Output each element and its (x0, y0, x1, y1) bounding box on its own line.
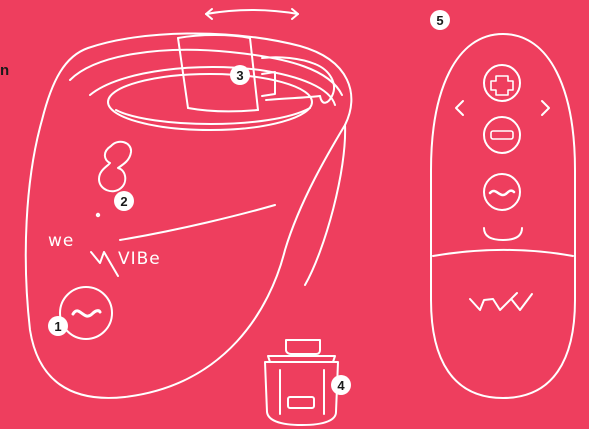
remote-control-outline (431, 34, 575, 398)
couples-vibrator-outline (26, 33, 352, 397)
callout-4: 4 (331, 375, 351, 395)
callout-3: 3 (230, 65, 250, 85)
charger-cap-icon (265, 340, 338, 425)
callout-1: 1 (48, 316, 68, 336)
callout-1-label: 1 (54, 319, 61, 334)
minus-icon (484, 117, 520, 153)
chevron-left-icon (456, 101, 463, 115)
callout-2: 2 (114, 191, 134, 211)
device-logo (91, 252, 118, 276)
chevron-right-icon (542, 101, 549, 115)
device-logo-left: we (48, 231, 74, 251)
adjust-arrow-icon (206, 9, 298, 19)
callout-3-label: 3 (236, 68, 243, 83)
callout-2-label: 2 (120, 194, 127, 209)
wave-button-icon (60, 287, 112, 339)
plus-icon (484, 65, 520, 101)
callout-5: 5 (430, 10, 450, 30)
wave-icon (484, 174, 520, 210)
callout-4-label: 4 (337, 378, 345, 393)
device-logo-right: VIBe (118, 249, 161, 269)
callout-5-label: 5 (436, 13, 443, 28)
